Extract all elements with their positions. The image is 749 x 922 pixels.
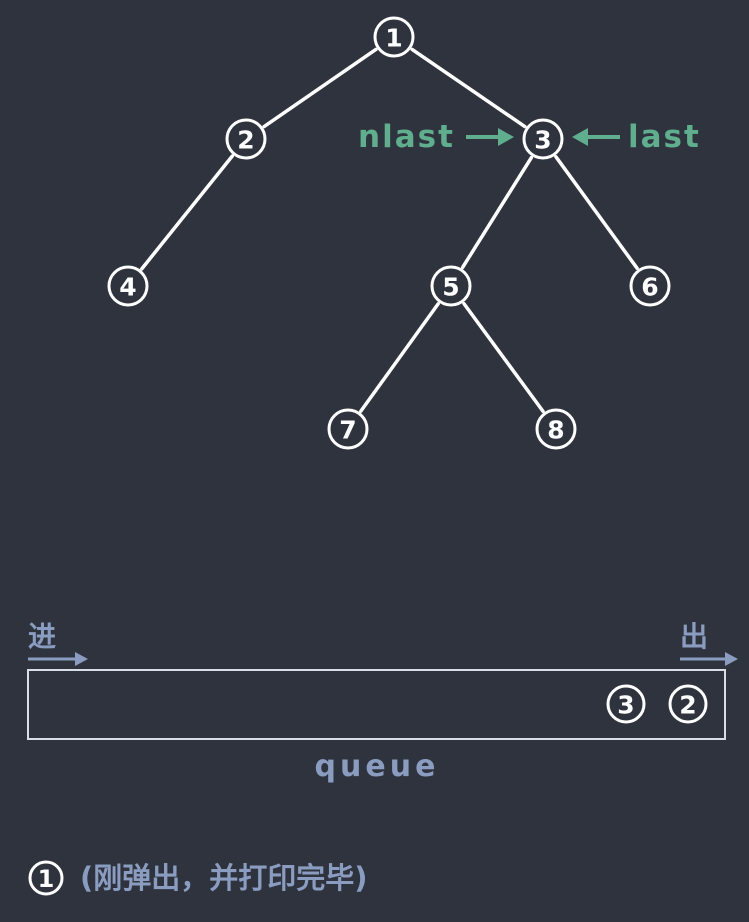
caption: 1 (刚弹出，并打印完毕) [28,860,368,896]
nlast-annotation: nlast [358,119,514,155]
tree-edge-1-3 [410,47,527,129]
tree-node-ring [430,265,472,307]
tree-edges [140,47,639,414]
queue-item-2: 2 [668,684,708,724]
last-label: last [628,119,701,155]
queue-in-indicator: 进 [28,620,88,666]
queue-box [27,669,726,740]
tree-node-label: 5 [442,273,459,302]
tree-node-ring [373,16,415,58]
tree-node-5: 5 [430,265,472,307]
tree-node-ring [327,408,369,450]
tree-edge-3-6 [554,155,639,270]
tree-node-label: 7 [339,416,356,445]
tree-edge-5-8 [462,301,545,414]
nlast-arrow-head [498,128,514,146]
tree-node-label: 3 [534,126,551,155]
tree-node-ring [535,408,577,450]
queue-item-ring [668,684,708,724]
last-annotation: last [572,119,701,155]
tree-node-ring [629,265,671,307]
tree-node-ring [225,118,267,160]
tree-node-6: 6 [629,265,671,307]
tree-edge-3-5 [460,155,534,270]
queue-in-label: 进 [28,620,56,653]
tree-edge-2-4 [140,154,234,271]
tree-node-2: 2 [225,118,267,160]
queue-label: queue [315,749,440,784]
tree-nodes: 1 2 3 4 5 6 7 8 [107,16,671,450]
tree-node-8: 8 [535,408,577,450]
caption-node-ring [28,860,64,896]
tree-edge-5-7 [359,302,440,413]
queue-out-arrow-head [725,652,738,666]
tree-node-label: 1 [385,24,402,53]
tree-node-ring [522,118,564,160]
queue-out-indicator: 出 [680,620,738,666]
tree-node-ring [107,265,149,307]
last-arrow-head [572,128,588,146]
queue-in-arrow-head [75,652,88,666]
nlast-label: nlast [358,119,455,155]
tree-node-3: 3 [522,118,564,160]
queue-item-label: 3 [617,691,634,720]
tree-node-4: 4 [107,265,149,307]
queue-item-ring [606,684,646,724]
tree-node-label: 4 [119,273,136,302]
tree-node-7: 7 [327,408,369,450]
tree-node-label: 8 [547,416,564,445]
queue-item-label: 2 [679,691,696,720]
tree-node-label: 6 [641,273,658,302]
caption-text: (刚弹出，并打印完毕) [80,861,368,895]
tree-edge-1-2 [262,47,378,129]
caption-node-label: 1 [38,865,55,893]
tree-node-label: 2 [237,126,254,155]
tree-node-1: 1 [373,16,415,58]
queue-item-3: 3 [606,684,646,724]
queue-out-label: 出 [680,620,708,653]
